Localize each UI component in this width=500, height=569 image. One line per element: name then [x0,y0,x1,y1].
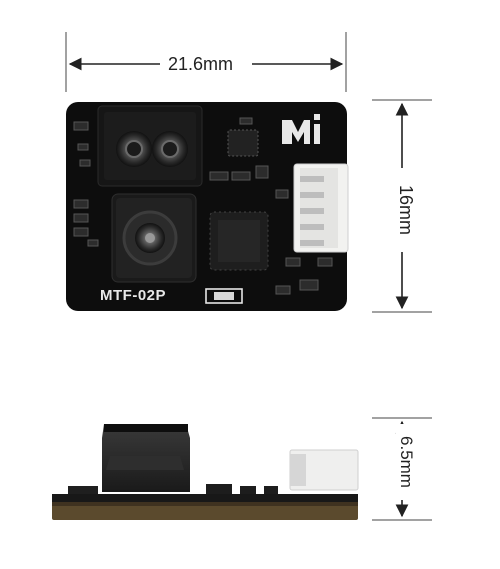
width-dimension [65,32,347,92]
thickness-label: 6.5mm [396,424,416,500]
camera-lens-icon [111,193,197,283]
board-model-label: MTF-02P [100,287,167,304]
height-label: 16mm [396,180,416,240]
Mi-logo [282,114,320,144]
width-label: 21.6mm [164,54,238,74]
pcb-side-view [52,424,359,520]
height-dimension [372,99,432,313]
lidar-emitter-icon [97,105,203,187]
pcb-top-view [66,102,349,311]
connector-icon [293,163,349,253]
